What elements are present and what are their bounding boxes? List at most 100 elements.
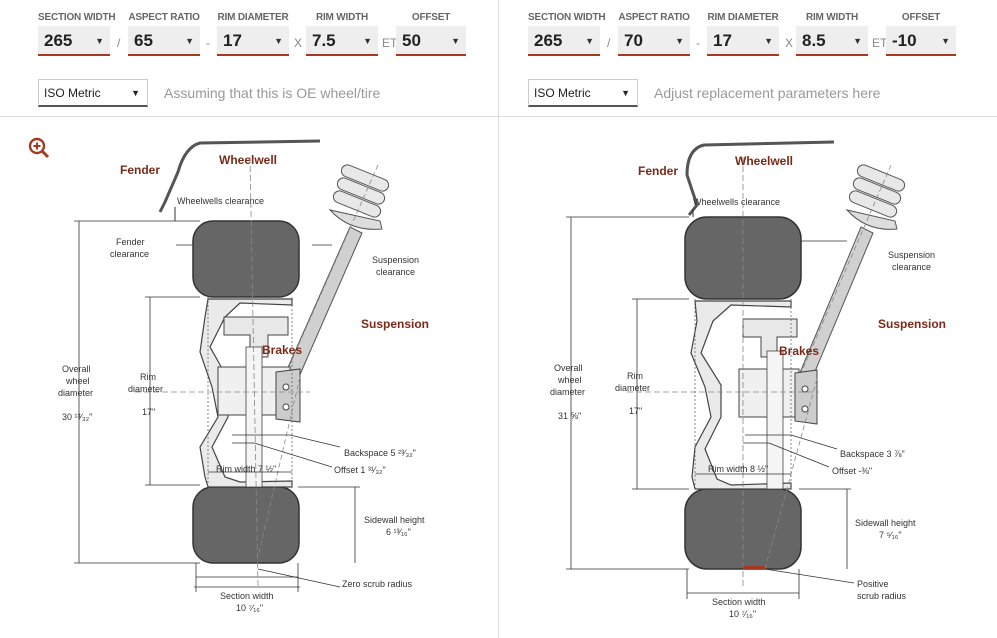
separator: X: [294, 36, 303, 50]
offset-select[interactable]: -10▼: [886, 26, 956, 56]
unit-select[interactable]: ISO Metric▼: [528, 79, 638, 107]
panel-divider: [498, 0, 499, 638]
offset-select[interactable]: 50▼: [396, 26, 466, 56]
brakes-label: Brakes: [262, 343, 302, 357]
section-width-value: 10 ⁷⁄₁₆": [236, 603, 263, 613]
aspect-ratio-select[interactable]: 65▼: [128, 26, 200, 56]
tire-top: [192, 220, 300, 298]
suspension-label: Suspension: [878, 317, 946, 331]
offset-label: Offset -⅜": [832, 466, 872, 476]
wheelwells-clearance-label: Wheelwells clearance: [177, 196, 264, 206]
chevron-down-icon: ▼: [621, 88, 630, 98]
backspace-label: Backspace 3 ⅞": [840, 449, 905, 459]
offset-label: OFFSET: [901, 12, 941, 23]
separator: ET: [872, 36, 888, 50]
oe-hint: Assuming that this is OE wheel/tire: [164, 85, 381, 101]
rim-width-select[interactable]: 8.5▼: [796, 26, 868, 56]
chevron-down-icon: ▼: [585, 36, 594, 46]
separator: X: [785, 36, 794, 50]
chevron-down-icon: ▼: [274, 36, 283, 46]
rim-width-field: RIM WIDTH 8.5▼: [796, 10, 868, 56]
chevron-down-icon: ▼: [185, 36, 194, 46]
rim-width-label: Rim width 8 ½": [708, 464, 768, 474]
rim-diameter-field: RIM DIAMETER 17▼: [217, 10, 289, 56]
chevron-down-icon: ▼: [363, 36, 372, 46]
sidewall-height-value: 6 ¹³⁄₁₆": [386, 527, 411, 537]
sidewall-height-label: Sidewall height: [364, 515, 425, 525]
rim-diameter-field: RIM DIAMETER 17▼: [707, 10, 779, 56]
wheel-diagram: Fender Wheelwell Wheelwells clearance: [58, 139, 429, 613]
section-width-value: 10 ⁷⁄₁₆": [729, 609, 756, 619]
separator: /: [117, 36, 121, 50]
wheelwell-label: Wheelwell: [735, 154, 793, 168]
zoom-in-icon[interactable]: [28, 137, 50, 159]
oe-wheel-panel: SECTION WIDTH 265▼ / ASPECT RATIO 65▼ - …: [0, 0, 498, 638]
rim-width-select[interactable]: 7.5▼: [306, 26, 378, 56]
rim-width-label: Rim width 7 ½": [216, 464, 276, 474]
separator: /: [607, 36, 611, 50]
aspect-ratio-field: ASPECT RATIO 65▼: [128, 10, 200, 56]
aspect-ratio-select[interactable]: 70▼: [618, 26, 690, 56]
brakes-label: Brakes: [779, 344, 819, 358]
separator: -: [206, 36, 210, 50]
sidewall-height-value: 7 ⁵⁄₁₆": [879, 530, 902, 540]
offset-label: OFFSET: [411, 12, 451, 23]
rim-diameter-select[interactable]: 17▼: [707, 26, 779, 56]
rim-diameter-select[interactable]: 17▼: [217, 26, 289, 56]
backspace-label: Backspace 5 ²³⁄₃₂": [344, 448, 416, 458]
tire-bottom: [192, 486, 300, 564]
header-divider: [0, 116, 997, 117]
fender-label: Fender: [120, 163, 160, 177]
fender-label: Fender: [638, 164, 678, 178]
scrub-radius-marker: [743, 566, 765, 569]
rim-diameter-value: 17": [142, 407, 155, 417]
rim-width-label: RIM WIDTH: [315, 12, 369, 23]
separator: ET: [382, 36, 398, 50]
replacement-hint: Adjust replacement parameters here: [654, 85, 881, 101]
brake-caliper: [223, 316, 289, 358]
sidewall-height-label: Sidewall height: [855, 518, 916, 528]
scrub-radius-label: Zero scrub radius: [342, 579, 413, 589]
section-width-label: SECTION WIDTH: [528, 12, 606, 23]
chevron-down-icon: ▼: [764, 36, 773, 46]
offset-field: OFFSET -10▼: [886, 10, 956, 56]
chevron-down-icon: ▼: [451, 36, 460, 46]
section-width-label: SECTION WIDTH: [38, 12, 116, 23]
rim-width-label: RIM WIDTH: [805, 12, 859, 23]
unit-select[interactable]: ISO Metric▼: [38, 79, 148, 107]
section-width-select[interactable]: 265▼: [528, 26, 600, 56]
chevron-down-icon: ▼: [853, 36, 862, 46]
rim-diameter-label: RIM DIAMETER: [217, 12, 289, 23]
section-width-select[interactable]: 265▼: [38, 26, 110, 56]
wheelwell-arch: [685, 140, 835, 216]
section-width-label: Section width: [220, 591, 274, 601]
chevron-down-icon: ▼: [675, 36, 684, 46]
aspect-ratio-field: ASPECT RATIO 70▼: [618, 10, 690, 56]
overall-diameter-value: 30 ¹³⁄₃₂": [62, 412, 92, 422]
wheelwell-arch: [158, 139, 321, 213]
replacement-wheel-panel: SECTION WIDTH 265▼ / ASPECT RATIO 70▼ - …: [499, 0, 997, 638]
offset-field: OFFSET 50▼: [396, 10, 466, 56]
section-width-field: SECTION WIDTH 265▼: [38, 10, 116, 56]
rim-diameter-value: 17": [629, 406, 642, 416]
separator: -: [696, 36, 700, 50]
rim-width-field: RIM WIDTH 7.5▼: [306, 10, 378, 56]
chevron-down-icon: ▼: [95, 36, 104, 46]
wheelwells-clearance-label: Wheelwells clearance: [693, 197, 780, 207]
wheel-diagram: Fender Wheelwell Wheelwells clearance Su…: [550, 140, 946, 619]
section-width-field: SECTION WIDTH 265▼: [528, 10, 606, 56]
rim-diameter-label: RIM DIAMETER: [707, 12, 779, 23]
rim: [690, 300, 792, 490]
chevron-down-icon: ▼: [131, 88, 140, 98]
overall-diameter-value: 31 ⅝": [558, 411, 581, 421]
offset-label: Offset 1 ³¹⁄₃₂": [334, 465, 386, 475]
aspect-ratio-label: ASPECT RATIO: [128, 12, 200, 23]
